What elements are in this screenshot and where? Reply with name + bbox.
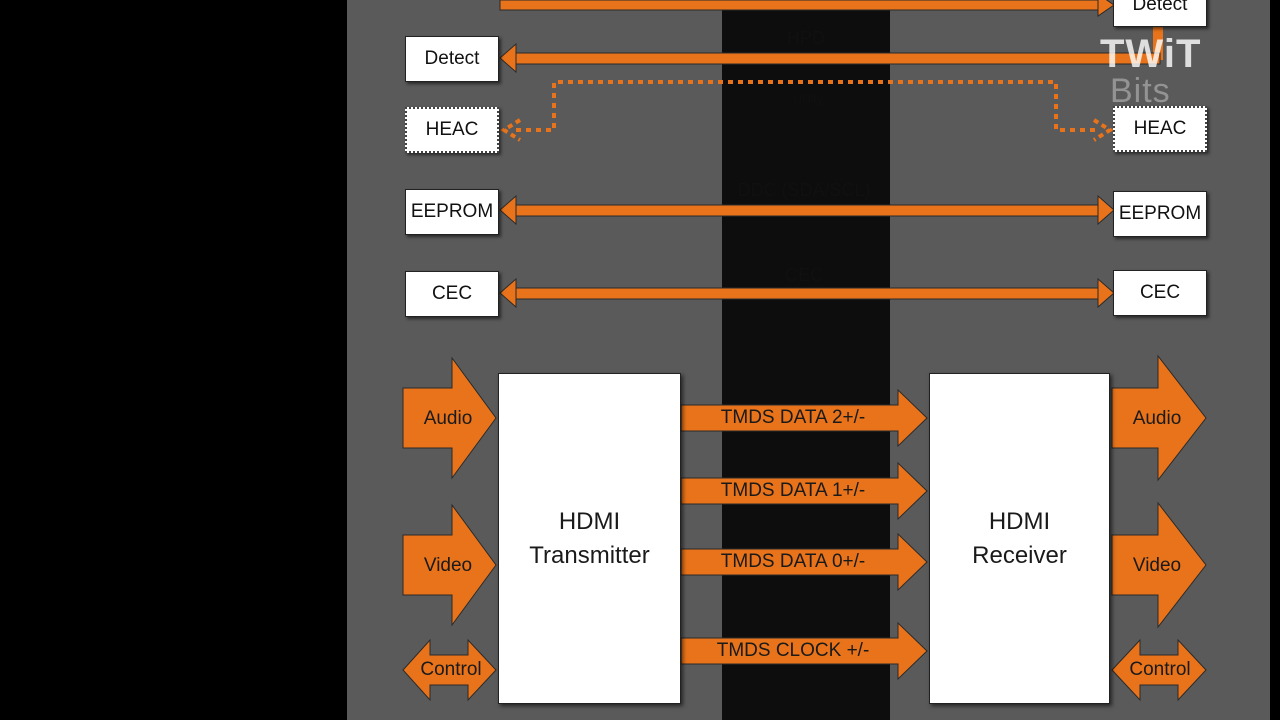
control-in-arrow bbox=[402, 638, 497, 702]
tmds-clock-arrow bbox=[680, 621, 928, 681]
eeprom-box-right: EEPROM bbox=[1113, 191, 1207, 237]
tmds-data2-arrow bbox=[680, 388, 928, 448]
ddc-label: DDC (SDA/SCL) bbox=[737, 180, 871, 200]
receiver-line1: HDMI bbox=[988, 507, 1051, 535]
heac-arrowhead-left bbox=[500, 118, 522, 142]
cec-label: CEC bbox=[784, 265, 824, 285]
cec-box-left: CEC bbox=[405, 271, 499, 317]
control-out-arrow bbox=[1111, 638, 1207, 702]
hpd-riser bbox=[1153, 26, 1163, 60]
video-in-label: Video bbox=[423, 555, 473, 576]
hpd-label: HPD bbox=[786, 28, 826, 48]
hpd-arrow-left bbox=[499, 42, 1161, 74]
cable-band bbox=[722, 0, 890, 720]
cec-arrow-both bbox=[499, 277, 1115, 309]
tmds-data0-arrow bbox=[680, 532, 928, 592]
tmds-data1-arrow bbox=[680, 461, 928, 521]
twit-bits-watermark: TWiT Bits bbox=[1100, 34, 1201, 108]
transmitter-line1: HDMI bbox=[558, 507, 621, 535]
heac-dotted-arrow bbox=[516, 80, 1098, 132]
hdmi-receiver-box: HDMI Receiver bbox=[929, 373, 1110, 704]
watermark-brand: TWiT bbox=[1100, 32, 1202, 76]
detect-box-left: Detect bbox=[405, 36, 499, 82]
eeprom-box-left: EEPROM bbox=[405, 189, 499, 235]
audio-out-label: Audio bbox=[1132, 408, 1182, 429]
heac-arrowhead-right bbox=[1092, 118, 1114, 142]
video-out-label: Video bbox=[1132, 555, 1182, 576]
tmds-data0-label: TMDS DATA 0+/- bbox=[720, 551, 866, 572]
watermark-sub: Bits bbox=[1110, 72, 1171, 110]
utility-label: Utility bbox=[793, 92, 823, 106]
transmitter-line2: Transmitter bbox=[529, 541, 650, 569]
tmds-data2-label: TMDS DATA 2+/- bbox=[720, 407, 866, 428]
control-out-label: Control bbox=[1129, 659, 1191, 680]
cec-box-right: CEC bbox=[1113, 270, 1207, 316]
audio-in-label: Audio bbox=[423, 408, 473, 429]
audio-out-arrow bbox=[1111, 354, 1207, 482]
receiver-line2: Receiver bbox=[972, 541, 1067, 569]
tmds-clock-label: TMDS CLOCK +/- bbox=[716, 640, 870, 661]
detect-box-right: Detect bbox=[1113, 0, 1207, 27]
top-arrow-right bbox=[499, 0, 1115, 17]
video-in-arrow bbox=[402, 503, 497, 627]
video-out-arrow bbox=[1111, 501, 1207, 629]
control-in-label: Control bbox=[420, 659, 482, 680]
audio-in-arrow bbox=[402, 356, 497, 480]
ddc-arrow-both bbox=[499, 194, 1115, 226]
tmds-data1-label: TMDS DATA 1+/- bbox=[720, 480, 866, 501]
heac-box-left: HEAC bbox=[405, 107, 499, 153]
heac-box-right: HEAC bbox=[1113, 106, 1207, 152]
hdmi-transmitter-box: HDMI Transmitter bbox=[498, 373, 681, 704]
